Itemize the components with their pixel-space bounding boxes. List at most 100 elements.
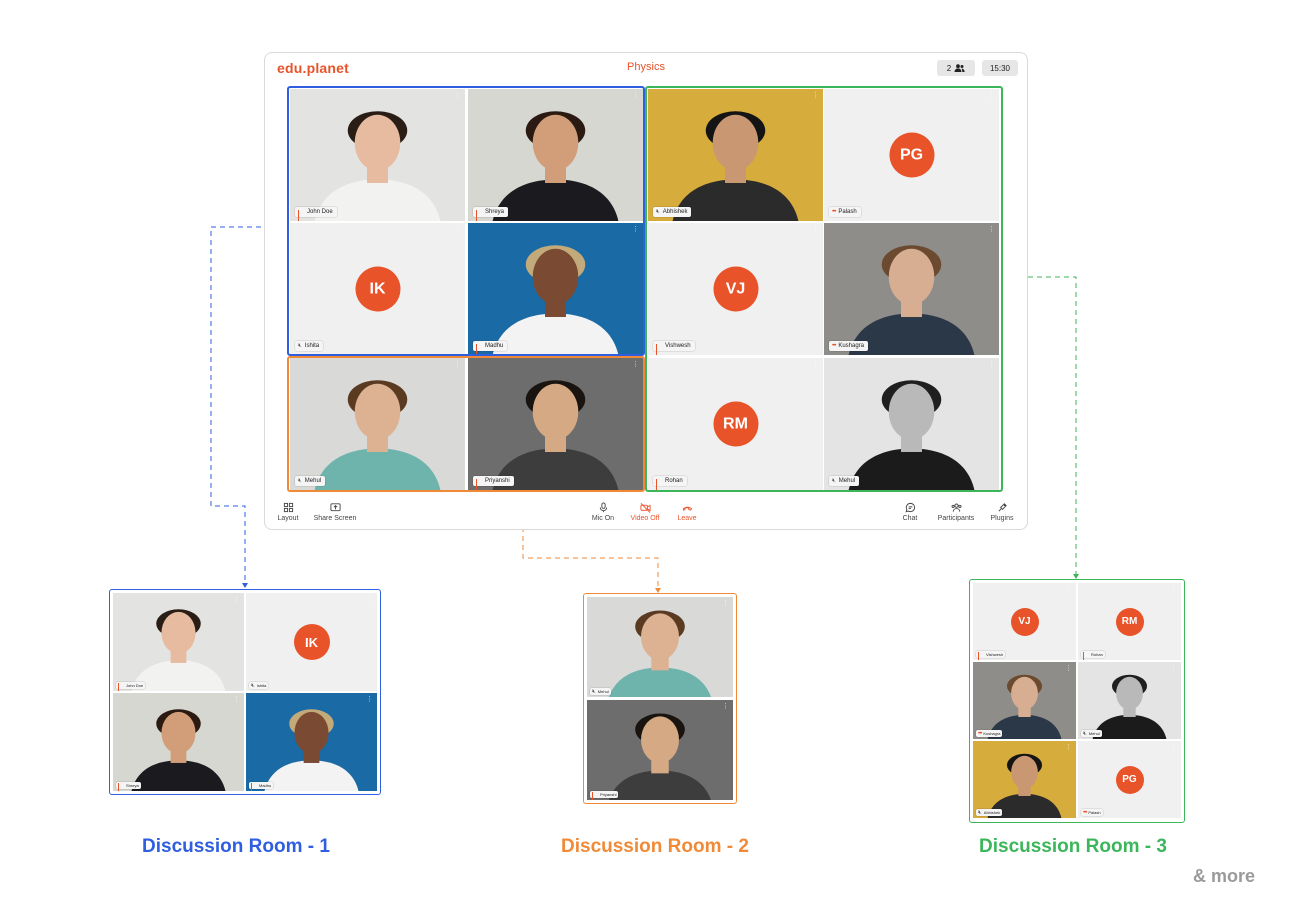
participant-tile[interactable]: ⋮Shreya xyxy=(113,693,244,791)
more-rooms-label[interactable]: & more xyxy=(1193,866,1256,886)
more-options-icon[interactable]: ⋮ xyxy=(454,226,461,233)
toolbar-label: Chat xyxy=(902,515,918,522)
more-options-icon[interactable]: ⋮ xyxy=(632,361,639,368)
more-options-icon[interactable]: ⋮ xyxy=(1170,586,1177,593)
participant-tile[interactable]: RM⋮Rohan xyxy=(648,358,823,490)
participant-name: Rohan xyxy=(1091,652,1103,657)
participant-tile[interactable]: ⋮ •••Kushagra xyxy=(973,662,1076,739)
chat-button[interactable]: Chat xyxy=(880,502,940,522)
grid-icon xyxy=(283,502,293,513)
participant-name-tag: Madhu xyxy=(473,341,508,355)
participant-tile[interactable]: VJ⋮Vishwesh xyxy=(648,223,823,355)
room-label-3[interactable]: Discussion Room - 3 xyxy=(979,836,1167,857)
clock-chip: 15:30 xyxy=(982,60,1018,76)
app-logo: edu.planet xyxy=(277,60,350,76)
participant-name-tag: 🔇︎Abhishek xyxy=(976,809,1003,816)
participant-tile[interactable]: ⋮ John Doe xyxy=(290,89,465,221)
more-options-icon[interactable]: ⋮ xyxy=(1170,744,1177,751)
mic-on-button[interactable]: Mic On xyxy=(573,502,633,522)
people-icon xyxy=(954,64,965,72)
toolbar-label: Participants xyxy=(937,515,975,522)
more-options-icon[interactable]: ⋮ xyxy=(1065,665,1072,672)
participants-button[interactable]: Participants xyxy=(926,502,986,522)
more-options-icon[interactable]: ⋮ xyxy=(812,361,819,368)
initials-avatar: RM xyxy=(1115,607,1144,636)
share-screen-button[interactable]: Share Screen xyxy=(305,502,365,522)
video-feed-image xyxy=(1078,662,1181,739)
mic-off-icon: 🔇︎ xyxy=(298,478,302,484)
speaking-indicator-icon xyxy=(476,478,482,490)
participant-tile[interactable]: ⋮John Doe xyxy=(113,593,244,691)
participant-name-tag: Rohan xyxy=(653,476,687,490)
more-options-icon[interactable]: ⋮ xyxy=(812,226,819,233)
video-feed-image xyxy=(587,700,733,800)
mic-off-icon: 🔇︎ xyxy=(592,688,596,695)
plugins-icon xyxy=(998,503,1007,512)
participant-tile[interactable]: ⋮•••Kushagra xyxy=(824,223,999,355)
more-options-icon[interactable]: ⋮ xyxy=(988,226,995,233)
participant-tile[interactable]: ⋮ 🔇︎Mehul xyxy=(290,358,465,490)
more-options-icon[interactable]: ⋮ xyxy=(454,361,461,368)
more-options-icon[interactable]: ⋮ xyxy=(812,92,819,99)
participant-name: Vishwesh xyxy=(665,343,691,349)
participant-tile[interactable]: ⋮🔇︎Mehul xyxy=(824,358,999,490)
participant-name-tag: •••Kushagra xyxy=(976,730,1003,737)
leave-button[interactable]: Leave xyxy=(657,502,717,522)
more-options-icon[interactable]: ⋮ xyxy=(988,92,995,99)
more-options-icon[interactable]: ⋮ xyxy=(233,596,240,603)
participant-name-tag: John Doe xyxy=(295,207,337,221)
more-options-icon[interactable]: ⋮ xyxy=(1065,744,1072,751)
participants-count: 2 xyxy=(946,63,952,73)
more-options-icon[interactable]: ⋮ xyxy=(632,92,639,99)
participant-tile[interactable]: VJ⋮Vishwesh xyxy=(973,583,1076,660)
more-options-icon[interactable]: ⋮ xyxy=(632,226,639,233)
participant-tile[interactable]: ⋮ 🔇︎Abhishek xyxy=(973,741,1076,818)
more-options-icon[interactable]: ⋮ xyxy=(233,696,240,703)
video-feed-image xyxy=(290,358,465,490)
speaking-indicator-icon xyxy=(118,783,124,791)
more-options-icon[interactable]: ⋮ xyxy=(722,600,729,607)
more-options-icon[interactable]: ⋮ xyxy=(722,703,729,710)
room-label-2[interactable]: Discussion Room - 2 xyxy=(561,836,749,857)
participant-tile[interactable]: ⋮🔇︎Mehul xyxy=(587,597,733,697)
participants-icon xyxy=(951,503,961,512)
participants-count-chip[interactable]: 2 xyxy=(937,60,975,76)
arrow-room-1 xyxy=(242,583,248,588)
participant-name: Vishwesh xyxy=(986,652,1004,657)
more-options-icon[interactable]: ⋮ xyxy=(1170,665,1177,672)
initials-avatar: PG xyxy=(889,132,934,178)
video-feed-image xyxy=(824,223,999,355)
mic-icon xyxy=(599,502,607,513)
participant-tile[interactable]: RM ⋮ Rohan xyxy=(1078,583,1181,660)
participant-tile[interactable]: ⋮Madhu xyxy=(246,693,377,791)
chat-icon xyxy=(904,502,915,513)
more-options-icon[interactable]: ⋮ xyxy=(366,696,373,703)
toolbar-label: Mic On xyxy=(591,515,615,522)
more-options-icon[interactable]: ⋮ xyxy=(1065,586,1072,593)
participant-tile[interactable]: ⋮ Madhu xyxy=(468,223,643,355)
participant-name-tag: 🔇︎Abhishek xyxy=(653,207,692,217)
participant-tile[interactable]: IK⋮🔇︎Ishita xyxy=(246,593,377,691)
room-label-1[interactable]: Discussion Room - 1 xyxy=(142,836,330,857)
participant-name: Mehul xyxy=(304,478,322,484)
more-options-icon[interactable]: ⋮ xyxy=(988,361,995,368)
layout-button[interactable]: Layout xyxy=(258,502,318,522)
participant-tile[interactable]: ⋮ 🔇︎Abhishek xyxy=(648,89,823,221)
speaking-indicator-icon xyxy=(656,343,662,355)
more-options-icon[interactable]: ⋮ xyxy=(454,92,461,99)
participant-name: Mehul xyxy=(1088,731,1100,736)
more-options-icon[interactable]: ⋮ xyxy=(366,596,373,603)
participant-tile[interactable]: IK⋮🔇︎Ishita xyxy=(290,223,465,355)
participant-tile[interactable]: PG⋮•••Palash xyxy=(1078,741,1181,818)
participant-tile[interactable]: PG⋮•••Palash xyxy=(824,89,999,221)
video-off-button[interactable]: Video Off xyxy=(615,502,675,522)
participant-tile[interactable]: ⋮Priyanshi xyxy=(587,700,733,800)
participant-tile[interactable]: ⋮ 🔇︎Mehul xyxy=(1078,662,1181,739)
plugins-button[interactable]: Plugins xyxy=(972,502,1032,522)
participant-name-tag: 🔇︎Mehul xyxy=(1081,730,1102,737)
participant-tile[interactable]: ⋮Priyanshi xyxy=(468,358,643,490)
participant-tile[interactable]: ⋮Shreya xyxy=(468,89,643,221)
idle-dots-icon: ••• xyxy=(832,343,836,349)
initials-avatar: PG xyxy=(1115,765,1144,794)
initials-avatar: IK xyxy=(355,266,400,312)
